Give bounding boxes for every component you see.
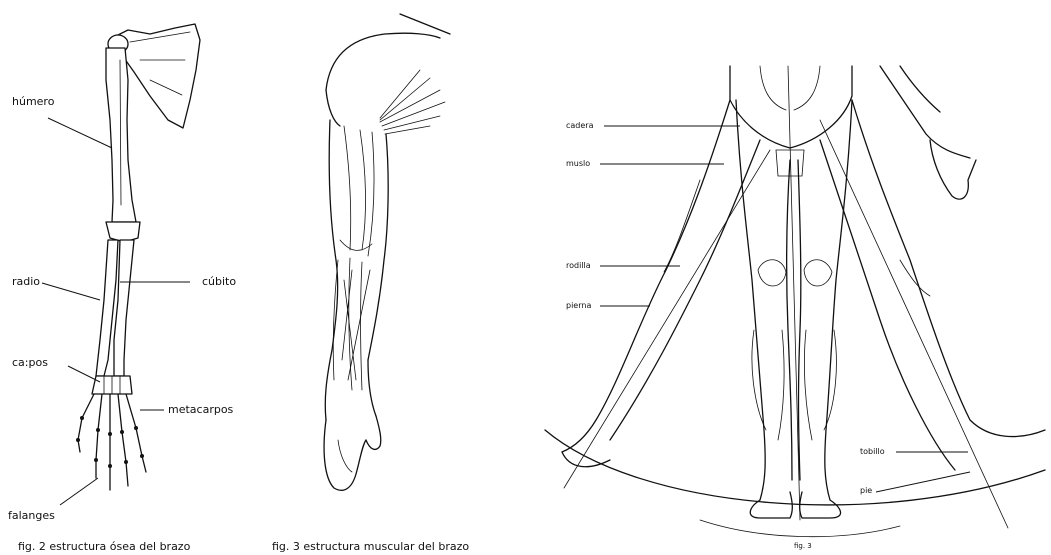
- label-rodilla: rodilla: [566, 261, 591, 271]
- label-cadera: cadera: [566, 121, 594, 131]
- label-tobillo: tobillo: [860, 447, 885, 457]
- caption-fig-legs: fig. 3: [794, 542, 812, 551]
- label-muslo: muslo: [566, 159, 590, 169]
- label-pierna: pierna: [566, 301, 591, 311]
- label-pie: pie: [860, 486, 872, 496]
